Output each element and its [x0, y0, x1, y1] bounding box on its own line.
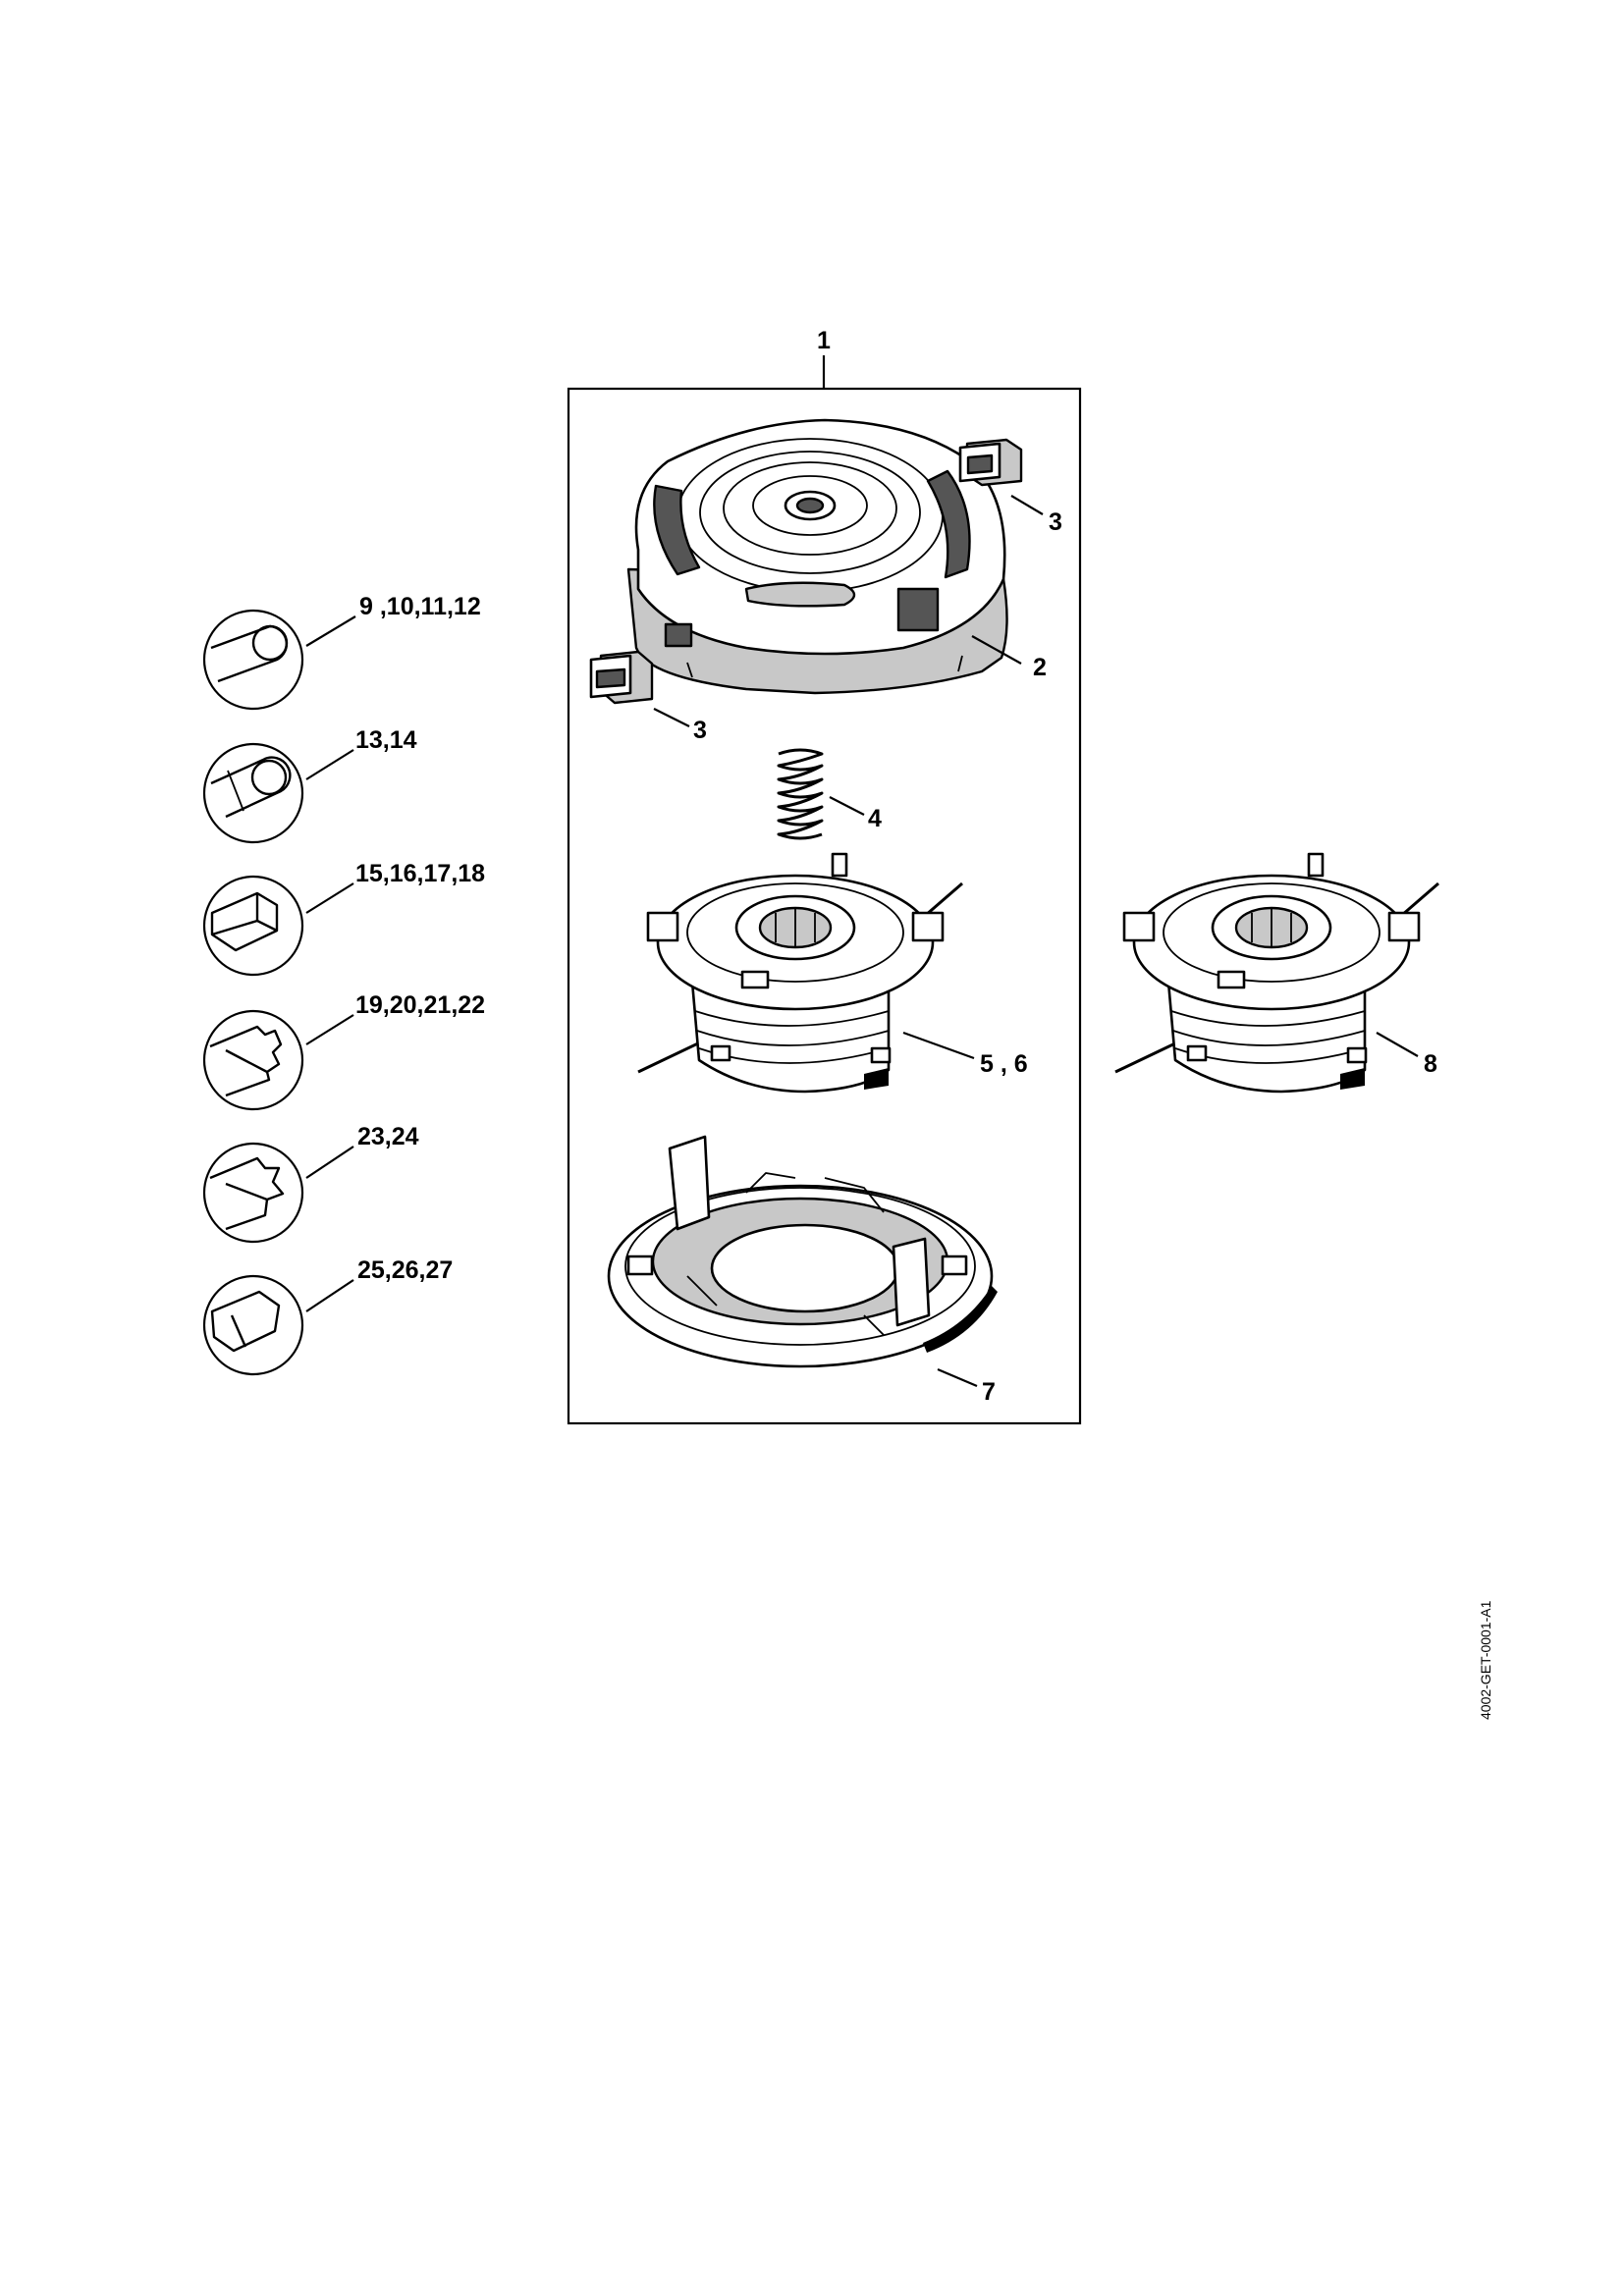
- leader-t4: [305, 1014, 354, 1045]
- callout-1: 1: [817, 327, 831, 354]
- spool-5-6: [637, 852, 963, 1094]
- leader-t5: [305, 1146, 354, 1179]
- callout-7: 7: [982, 1378, 996, 1406]
- leader-5-6: [902, 1031, 975, 1060]
- line-pentagon-icon: [202, 1142, 304, 1244]
- line-twisted-icon: [202, 742, 304, 844]
- leader-8: [1376, 1032, 1419, 1057]
- assembly-frame: [567, 355, 1082, 1425]
- leader-t1: [305, 615, 356, 647]
- callout-8: 8: [1424, 1050, 1437, 1078]
- eyelet-upper: [958, 438, 1023, 487]
- callout-4: 4: [868, 805, 882, 832]
- leader-3-upper: [1010, 495, 1044, 515]
- callout-t3: 15,16,17,18: [355, 860, 485, 887]
- eyelet-lower: [589, 650, 654, 705]
- line-star-icon: [202, 1009, 304, 1111]
- callout-3-lower: 3: [693, 717, 707, 744]
- callout-t5: 23,24: [357, 1123, 419, 1150]
- line-round-icon: [202, 609, 304, 711]
- callout-t2: 13,14: [355, 726, 417, 754]
- leader-7: [937, 1367, 978, 1388]
- spring: [777, 748, 824, 840]
- callout-3-upper: 3: [1049, 508, 1062, 536]
- leader-4: [829, 796, 865, 816]
- leader-t3: [305, 882, 354, 914]
- housing-cover: [626, 418, 1008, 695]
- line-square-twisted-icon: [202, 1274, 304, 1376]
- callout-t1: 9 ,10,11,12: [359, 593, 481, 620]
- callout-5-6: 5 , 6: [980, 1050, 1028, 1078]
- line-square-icon: [202, 875, 304, 977]
- leader-t2: [305, 749, 354, 780]
- spool-8: [1114, 852, 1439, 1094]
- callout-2: 2: [1033, 654, 1047, 681]
- leader-3-lower: [653, 708, 690, 727]
- callout-t4: 19,20,21,22: [355, 991, 485, 1019]
- leader-2: [971, 635, 1022, 665]
- drawing-code: 4002-GET-0001-A1: [1478, 1600, 1493, 1720]
- callout-t6: 25,26,27: [357, 1256, 453, 1284]
- leader-t6: [305, 1279, 354, 1312]
- base-ring: [607, 1135, 998, 1368]
